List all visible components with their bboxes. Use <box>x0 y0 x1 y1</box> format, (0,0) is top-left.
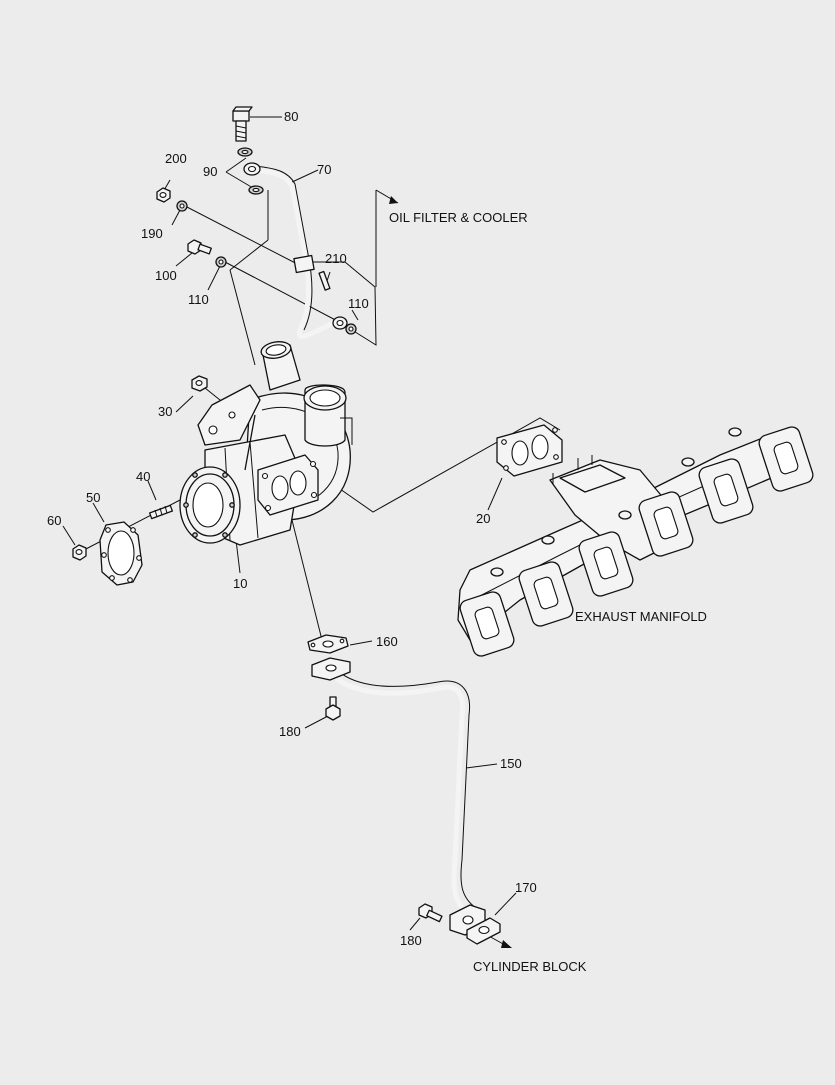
gasket-160 <box>307 634 349 654</box>
callout-170: 170 <box>515 880 537 895</box>
callout-100: 100 <box>155 268 177 283</box>
exhaust-manifold <box>457 426 814 657</box>
washers-90 <box>237 147 264 195</box>
gasket-20 <box>496 424 563 477</box>
callout-70: 70 <box>317 162 331 177</box>
callout-200: 200 <box>165 151 187 166</box>
oil-feed-pipe-70 <box>243 162 348 339</box>
washer-110-upper <box>215 256 227 268</box>
manifold-port-5 <box>698 458 754 524</box>
gasket-50 <box>99 521 143 586</box>
ref-cylinder-block: CYLINDER BLOCK <box>473 959 587 974</box>
callout-160: 160 <box>376 634 398 649</box>
callout-30: 30 <box>158 404 172 419</box>
callout-190: 190 <box>141 226 163 241</box>
turbocharger-10 <box>179 341 353 546</box>
callout-150: 150 <box>500 756 522 771</box>
manifold-port-1 <box>459 591 515 657</box>
washer-110-right <box>345 323 357 335</box>
callout-20: 20 <box>476 511 490 526</box>
ref-exhaust-manifold: EXHAUST MANIFOLD <box>575 609 707 624</box>
stud-40 <box>148 504 174 520</box>
leader-lines <box>62 116 561 948</box>
callout-labels: 80 90 70 200 190 100 110 210 110 30 40 5… <box>47 109 537 948</box>
oil-drain-pipe-150 <box>311 657 486 936</box>
bolt-180-upper <box>325 696 341 721</box>
bolt-80 <box>232 106 253 142</box>
callout-110-upper: 110 <box>188 292 209 307</box>
callout-40: 40 <box>136 469 150 484</box>
callout-10: 10 <box>233 576 247 591</box>
nut-60 <box>72 544 87 561</box>
callout-180-upper: 180 <box>279 724 301 739</box>
callout-80: 80 <box>284 109 298 124</box>
callout-110-right: 110 <box>348 296 369 311</box>
callout-50: 50 <box>86 490 100 505</box>
callout-90: 90 <box>203 164 217 179</box>
bolt-180-lower <box>418 903 443 923</box>
manifold-port-4 <box>638 491 694 557</box>
manifold-port-2 <box>518 561 574 627</box>
nut-200 <box>156 187 171 203</box>
manifold-port-6 <box>758 426 814 492</box>
callout-60: 60 <box>47 513 61 528</box>
bolt-100 <box>187 239 212 255</box>
ref-oil-filter-cooler: OIL FILTER & COOLER <box>389 210 528 225</box>
gasket-170 <box>466 917 501 945</box>
nut-30 <box>191 375 208 392</box>
reference-labels: OIL FILTER & COOLER EXHAUST MANIFOLD CYL… <box>389 210 707 974</box>
washer-190 <box>176 200 188 212</box>
callout-180-lower: 180 <box>400 933 422 948</box>
pin-210 <box>318 270 331 291</box>
callout-210: 210 <box>325 251 347 266</box>
manifold-port-3 <box>578 531 634 597</box>
